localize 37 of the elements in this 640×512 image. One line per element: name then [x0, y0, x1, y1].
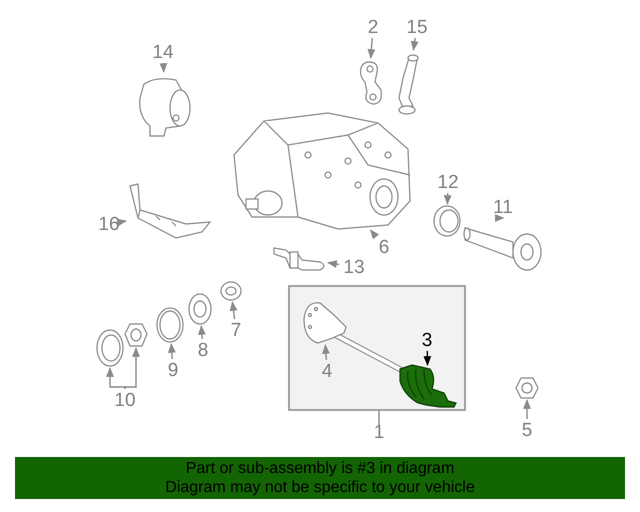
leader-arrow [160, 62, 168, 73]
notice-banner [15, 457, 625, 499]
callout-number: 1 [374, 422, 384, 442]
callout-number: 11 [493, 198, 513, 216]
leader-arrow [322, 344, 330, 360]
callout-number: 15 [406, 18, 428, 36]
leader-arrow [106, 367, 126, 389]
leader-arrow [444, 192, 452, 205]
leader-arrow [423, 350, 432, 366]
leader-arrow [116, 218, 127, 226]
callout-number: 2 [368, 18, 378, 36]
callout-number: 14 [152, 42, 174, 62]
leader-arrow [368, 38, 376, 59]
notice-text: Part or sub-assembly is #3 in diagram [186, 459, 454, 478]
leader-arrow [523, 399, 531, 419]
callout-number: 8 [198, 340, 208, 360]
leader-line [378, 411, 380, 425]
callout-number: 16 [98, 214, 120, 234]
callout-number: 10 [114, 390, 136, 410]
leader-arrow [495, 214, 504, 222]
leader-arrow [168, 343, 176, 360]
callout-number: 7 [230, 320, 242, 340]
callout-number: 12 [437, 172, 459, 192]
leader-arrow [230, 301, 238, 320]
leader-arrow [327, 260, 340, 268]
leader-arrow [410, 38, 419, 51]
callout-number: 5 [522, 420, 532, 440]
notice-text: Diagram may not be specific to your vehicle [165, 478, 475, 497]
callout-number: 13 [343, 258, 365, 276]
callout-number: 9 [168, 360, 178, 380]
callout-number: 4 [322, 362, 332, 380]
callout-number: 3 [422, 330, 432, 350]
leader-arrow [370, 229, 380, 240]
leader-arrow [124, 347, 140, 389]
assembly-frame [288, 285, 466, 411]
callout-number: 6 [378, 238, 390, 256]
leader-arrow [198, 325, 206, 340]
